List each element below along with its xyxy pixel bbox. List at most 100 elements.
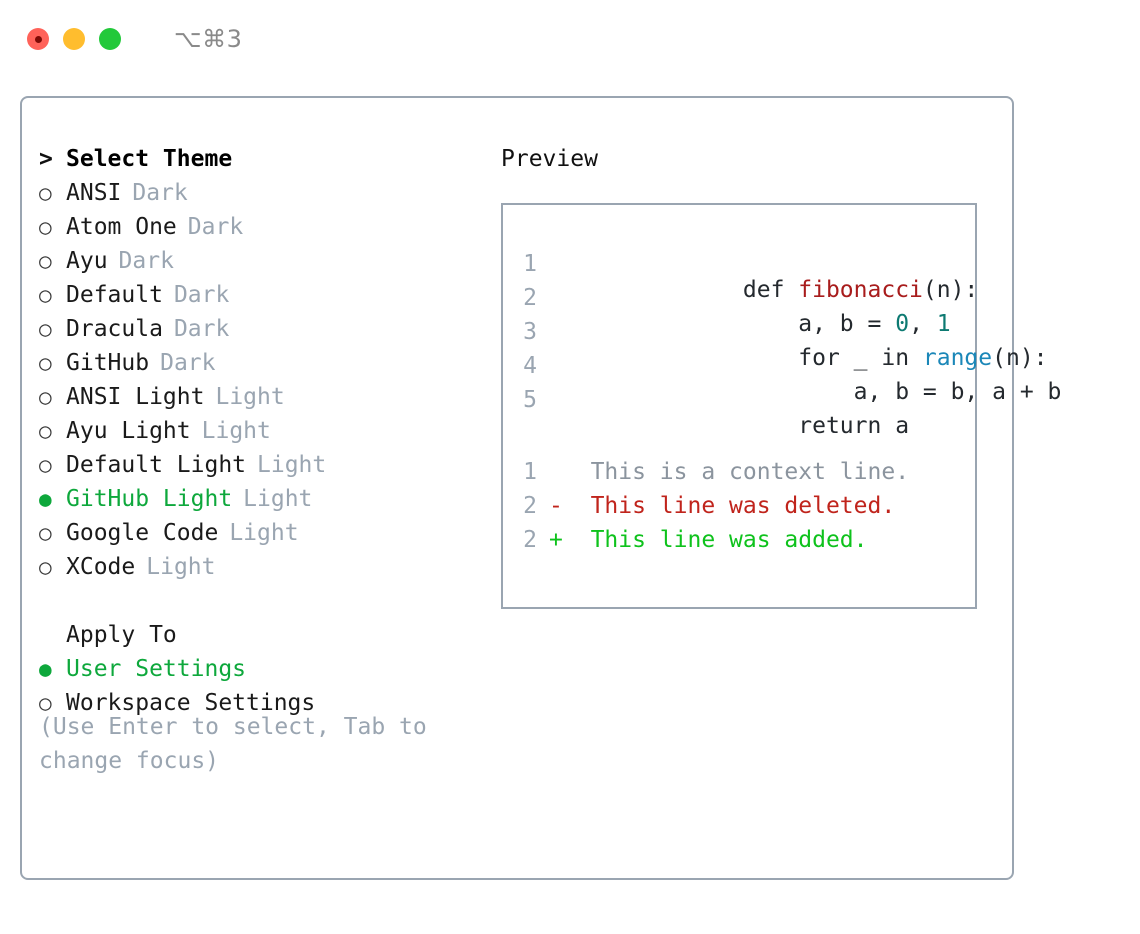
- theme-tag: Light: [243, 486, 313, 512]
- radio-unselected-icon[interactable]: ○: [39, 521, 52, 545]
- theme-name: Google Code: [66, 520, 219, 546]
- diff-line-context: 1 This is a context line.: [503, 459, 975, 493]
- code-line: 1 def fibonacci(n):: [503, 251, 978, 303]
- apply-to-heading: Apply To: [39, 622, 479, 656]
- line-number: 2: [523, 285, 537, 311]
- keyboard-shortcut-label: ⌥⌘3: [174, 25, 243, 53]
- radio-unselected-icon[interactable]: ○: [39, 215, 52, 239]
- apply-to-option-workspace-settings[interactable]: ○ Workspace Settings: [39, 690, 479, 724]
- radio-unselected-icon[interactable]: ○: [39, 351, 52, 375]
- radio-selected-icon[interactable]: ●: [39, 487, 52, 511]
- theme-tag: Light: [146, 554, 216, 580]
- theme-option-github-light[interactable]: ● GitHub Light Light: [39, 486, 479, 520]
- theme-tag: Light: [215, 384, 285, 410]
- diff-sign: [549, 459, 563, 485]
- theme-tag: Dark: [187, 214, 244, 240]
- radio-unselected-icon[interactable]: ○: [39, 283, 52, 307]
- theme-list-panel: > Select Theme ○ ANSI Dark ○ Atom One Da…: [39, 146, 479, 724]
- apply-to-option-label: Workspace Settings: [66, 690, 316, 716]
- apply-to-heading-label: Apply To: [66, 622, 177, 648]
- code-token: for _ in: [742, 345, 923, 371]
- preview-code-box: 1 def fibonacci(n): 2 a, b = 0, 1 3: [501, 203, 1061, 609]
- theme-tag: Dark: [160, 350, 216, 376]
- line-number: 1: [523, 251, 537, 277]
- theme-option-atom-one-dark[interactable]: ○ Atom One Dark: [39, 214, 479, 248]
- theme-tag: Dark: [132, 180, 188, 206]
- theme-option-ayu-light[interactable]: ○ Ayu Light Light: [39, 418, 479, 452]
- line-number: 4: [523, 353, 537, 379]
- radio-unselected-icon[interactable]: ○: [39, 317, 52, 341]
- radio-unselected-icon[interactable]: ○: [39, 385, 52, 409]
- theme-name: XCode: [66, 554, 136, 580]
- code-line: 4 a, b = b, a + b: [503, 353, 1061, 405]
- radio-selected-icon[interactable]: ●: [39, 657, 52, 681]
- minimize-button[interactable]: [63, 28, 85, 50]
- radio-unselected-icon[interactable]: ○: [39, 249, 52, 273]
- code-line: 5 return a: [503, 387, 975, 439]
- theme-name: ANSI: [66, 180, 122, 206]
- close-button[interactable]: [27, 28, 49, 50]
- code-token: return a: [742, 413, 910, 439]
- diff-text: This line was added.: [590, 527, 868, 553]
- select-theme-heading: > Select Theme: [39, 146, 479, 180]
- theme-option-ansi-dark[interactable]: ○ ANSI Dark: [39, 180, 479, 214]
- theme-tag: Dark: [173, 282, 230, 308]
- radio-unselected-icon[interactable]: ○: [39, 419, 52, 443]
- radio-unselected-icon[interactable]: ○: [39, 181, 52, 205]
- preview-panel: Preview 1 def fibonacci(n): 2 a, b = 0, …: [501, 146, 1061, 609]
- diff-line-deleted: 2 - This line was deleted.: [503, 493, 975, 527]
- theme-option-dracula-dark[interactable]: ○ Dracula Dark: [39, 316, 479, 350]
- diff-text: This line was deleted.: [590, 493, 896, 519]
- radio-unselected-icon[interactable]: ○: [39, 453, 52, 477]
- theme-option-xcode-light[interactable]: ○ XCode Light: [39, 554, 479, 588]
- theme-name: GitHub Light: [66, 486, 233, 512]
- line-number: 5: [523, 387, 537, 413]
- theme-name: Dracula: [66, 316, 163, 342]
- theme-option-github-dark[interactable]: ○ GitHub Dark: [39, 350, 479, 384]
- line-number: 1: [523, 459, 537, 485]
- window-controls: [27, 28, 121, 50]
- code-token: (n):: [922, 277, 979, 303]
- select-theme-heading-label: Select Theme: [66, 146, 233, 172]
- theme-option-default-dark[interactable]: ○ Default Dark: [39, 282, 479, 316]
- theme-tag: Dark: [173, 316, 230, 342]
- code-token: (n):: [992, 345, 1048, 371]
- theme-tag: Dark: [118, 248, 174, 274]
- theme-name: ANSI Light: [66, 384, 205, 410]
- diff-sign: +: [549, 527, 563, 553]
- diff-sign: -: [549, 493, 563, 519]
- theme-name: Ayu Light: [66, 418, 191, 444]
- theme-tag: Light: [201, 418, 271, 444]
- preview-title: Preview: [501, 146, 598, 172]
- code-token-function: fibonacci: [798, 277, 923, 303]
- code-line: 2 a, b = 0, 1: [503, 285, 975, 337]
- theme-option-ansi-light[interactable]: ○ ANSI Light Light: [39, 384, 479, 418]
- code-token: def: [742, 277, 799, 303]
- theme-option-default-light[interactable]: ○ Default Light Light: [39, 452, 479, 486]
- line-number: 2: [523, 527, 537, 553]
- apply-to-option-label: User Settings: [66, 656, 247, 682]
- code-token-number: 1: [936, 311, 951, 337]
- theme-name: Default: [66, 282, 163, 308]
- code-token-builtin: range: [922, 345, 993, 371]
- code-token: a, b = b, a + b: [742, 379, 1062, 405]
- keyboard-hint-text: (Use Enter to select, Tab to change focu…: [39, 714, 427, 774]
- theme-name: Atom One: [66, 214, 177, 240]
- theme-option-ayu-dark[interactable]: ○ Ayu Dark: [39, 248, 479, 282]
- code-token: ,: [909, 311, 937, 337]
- theme-name: Default Light: [66, 452, 247, 478]
- code-token-number: 0: [895, 311, 910, 337]
- code-token: a, b =: [742, 311, 896, 337]
- prompt-caret-icon: >: [39, 146, 53, 172]
- radio-unselected-icon[interactable]: ○: [39, 691, 52, 715]
- theme-tag: Light: [229, 520, 299, 546]
- theme-tag: Light: [257, 452, 327, 478]
- line-number: 3: [523, 319, 537, 345]
- theme-name: Ayu: [66, 248, 108, 274]
- section-spacer: [39, 588, 479, 622]
- line-number: 2: [523, 493, 537, 519]
- radio-unselected-icon[interactable]: ○: [39, 555, 52, 579]
- theme-option-google-code-light[interactable]: ○ Google Code Light: [39, 520, 479, 554]
- maximize-button[interactable]: [99, 28, 121, 50]
- apply-to-option-user-settings[interactable]: ● User Settings: [39, 656, 479, 690]
